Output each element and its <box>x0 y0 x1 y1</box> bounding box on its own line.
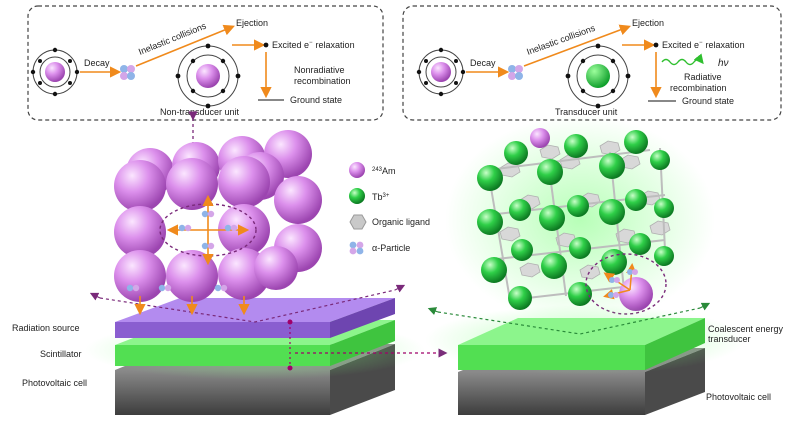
left-device: Radiation source Scintillator Photovolta… <box>12 284 448 415</box>
decay-label: Decay <box>84 58 110 68</box>
terbium-framework <box>445 115 715 325</box>
non-transducer-atom-icon <box>175 43 241 109</box>
transducer-label-1: Coalescent energy <box>708 324 784 334</box>
photon-wave-icon <box>661 53 704 66</box>
transducer-panel: Decay Inelastic collisions Ejection Exci… <box>402 5 782 121</box>
nonradiative-label-2: recombination <box>294 76 351 86</box>
inelastic-arrow-right <box>523 24 631 67</box>
organic-ligand-legend-label: Organic ligand <box>372 217 430 227</box>
alpha-particle-legend-label: α-Particle <box>372 243 410 253</box>
radiative-label-1: Radiative <box>684 72 722 82</box>
right-device: Coalescent energy transducer Photovoltai… <box>425 302 784 415</box>
scintillator-label: Scintillator <box>40 349 82 359</box>
framework-emission-arrows <box>603 263 638 300</box>
transducer-unit-label: Transducer unit <box>555 107 618 117</box>
green-guide-arrow-left <box>427 307 439 316</box>
transducer-top <box>458 318 705 345</box>
alpha-particles-lattice <box>126 210 238 292</box>
photovoltaic-label-right: Photovoltaic cell <box>706 392 771 402</box>
radiation-source-top <box>115 298 395 322</box>
ejection-label-right: Ejection <box>632 18 664 28</box>
americium-lattice <box>114 130 322 316</box>
transducer-side <box>645 318 705 370</box>
terbium-legend-label: Tb3+ <box>372 192 390 202</box>
inelastic-arrow <box>135 24 235 67</box>
center-highlight-ring <box>159 203 257 257</box>
legend: 243Am Tb3+ Organic ligand α-Particle <box>349 162 430 255</box>
guide-arrow-right <box>394 284 406 293</box>
non-transducer-panel: Decay Inelastic collisions Ejection Exci… <box>27 5 384 121</box>
alpha-particle-legend-icon <box>349 241 364 255</box>
excited-label-right: Excited e−relaxation <box>662 40 745 50</box>
guide-arrow-left <box>89 292 101 301</box>
excited-electron-icon <box>263 42 269 48</box>
ground-state-label-right: Ground state <box>682 96 734 106</box>
ground-state-label: Ground state <box>290 95 342 105</box>
excited-electron-icon-right <box>653 42 659 48</box>
radiative-label-2: recombination <box>670 83 727 93</box>
ejection-label: Ejection <box>236 18 268 28</box>
source-dashed-guide <box>99 289 396 323</box>
framework-am-center <box>619 277 653 311</box>
organic-ligand-legend-icon <box>349 214 367 230</box>
photovoltaic-front-right <box>458 372 645 415</box>
photovoltaic-label-left: Photovoltaic cell <box>22 378 87 388</box>
americium-atom-icon <box>30 47 80 97</box>
alpha-particle-icon-right <box>508 65 523 80</box>
photovoltaic-front-left <box>115 370 330 415</box>
hv-label: hν <box>718 58 729 69</box>
scintillator-side <box>330 320 395 366</box>
americium-atom-icon-right <box>416 47 466 97</box>
excited-label: Excited e−relaxation <box>272 40 355 50</box>
terbium-atom-icon <box>565 43 631 109</box>
transducer-front <box>458 345 645 370</box>
decay-label-right: Decay <box>470 58 496 68</box>
radiation-source-label: Radiation source <box>12 323 80 333</box>
scintillator-front <box>115 345 330 366</box>
non-transducer-unit-label: Non-transducer unit <box>160 107 240 117</box>
radiation-source-side <box>330 298 395 338</box>
americium-legend-label: 243Am <box>372 166 396 176</box>
alpha-particle-icon <box>120 65 135 80</box>
terbium-legend-icon <box>349 188 365 204</box>
green-guide-arrow-right <box>699 302 711 311</box>
framework-am-top <box>530 128 550 148</box>
transducer-label-2: transducer <box>708 334 751 344</box>
radiation-source-front <box>115 322 330 338</box>
nonradiative-label-1: Nonradiative <box>294 65 345 75</box>
non-transducer-panel-frame <box>27 5 384 121</box>
americium-legend-icon <box>349 162 365 178</box>
terbium-nodes <box>477 130 674 310</box>
transducer-panel-frame <box>402 5 782 121</box>
